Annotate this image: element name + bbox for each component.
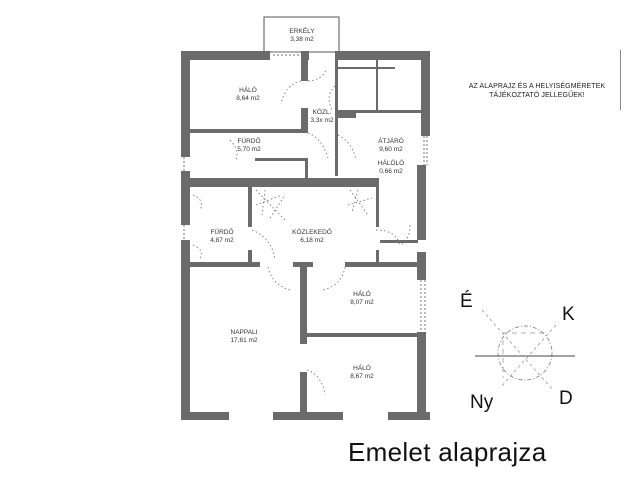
room-atjaro-name: ÁTJÁRÓ bbox=[378, 136, 404, 145]
room-halo1-name: HÁLÓ bbox=[239, 85, 257, 94]
room-haloilo-area: 0,66 m2 bbox=[379, 168, 403, 175]
outer-walls bbox=[181, 51, 430, 420]
room-halo1-area: 8,64 m2 bbox=[236, 95, 260, 102]
door-swings bbox=[192, 69, 411, 396]
room-labels: ERKÉLY 3,38 m2 HÁLÓ 8,64 m2 KÖZL. 3,3x m… bbox=[210, 26, 404, 380]
compass-west-label: Ny bbox=[470, 392, 494, 413]
disclaimer-line-2: TÁJÉKOZTATÓ JELLEGŰEK! bbox=[489, 92, 585, 99]
disclaimer-note: AZ ALAPRAJZ ÉS A HELYISÉGMÉRETEK TÁJÉKOZ… bbox=[447, 82, 627, 100]
room-nappali-name: NAPPALI bbox=[231, 329, 258, 336]
plan-title: Emelet alaprajza bbox=[348, 437, 547, 467]
disclaimer-line-1: AZ ALAPRAJZ ÉS A HELYISÉGMÉRETEK bbox=[468, 83, 606, 90]
windows bbox=[183, 136, 428, 332]
room-erkely-name: ERKÉLY bbox=[289, 26, 315, 35]
room-furdo1-area: 5,70 m2 bbox=[237, 146, 261, 153]
room-kozlekedo-name: KÖZLEKEDŐ bbox=[292, 227, 332, 236]
room-furdo2-area: 4,87 m2 bbox=[210, 237, 234, 244]
room-furdo2-name: FÜRDŐ bbox=[210, 227, 233, 236]
compass-south-label: D bbox=[559, 388, 573, 409]
room-nappali-area: 17,61 m2 bbox=[230, 337, 257, 344]
room-furdo1-name: FÜRDŐ bbox=[237, 136, 260, 145]
compass-east-label: K bbox=[562, 304, 575, 325]
room-erkely-area: 3,38 m2 bbox=[290, 36, 314, 43]
margin-line bbox=[620, 50, 621, 110]
interior-walls bbox=[181, 51, 422, 412]
room-atjaro-area: 9,60 m2 bbox=[379, 146, 403, 153]
compass-rose-icon bbox=[475, 309, 575, 391]
room-kozl-name: KÖZL. bbox=[313, 108, 332, 116]
room-halo3-name: HÁLÓ bbox=[353, 363, 371, 372]
room-halo3-area: 8,67 m2 bbox=[350, 373, 374, 380]
stairs bbox=[255, 189, 373, 221]
room-kozlekedo-area: 6,18 m2 bbox=[300, 237, 324, 244]
room-kozl-area: 3,3x m2 bbox=[310, 117, 334, 124]
room-halo2-area: 8,07 m2 bbox=[350, 299, 374, 306]
room-haloilo-name: HÁLÓLÓ bbox=[378, 158, 404, 167]
compass-north-label: É bbox=[460, 291, 473, 312]
room-halo2-name: HÁLÓ bbox=[353, 289, 371, 298]
